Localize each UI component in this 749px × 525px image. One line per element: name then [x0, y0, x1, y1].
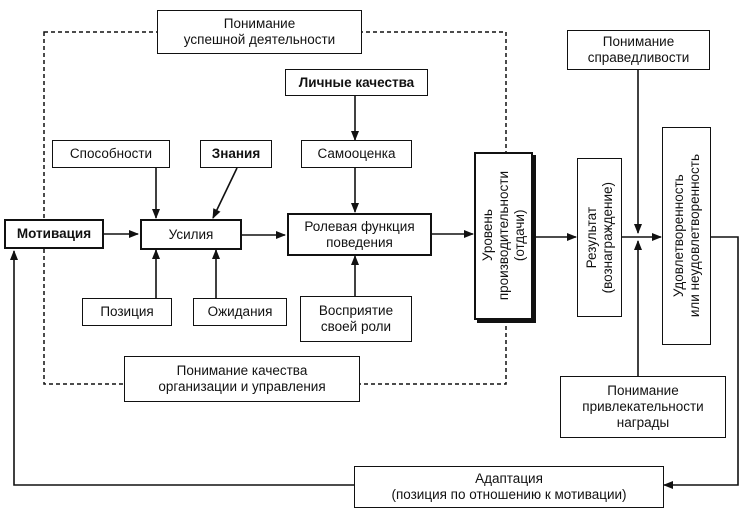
motivation-box: Мотивация — [4, 219, 104, 249]
adaptation-title: Адаптация — [475, 471, 543, 486]
understanding-success-label: Понимание успешной деятельности — [183, 16, 336, 47]
knowledge-label: Знания — [211, 146, 261, 161]
expectations-box: Ожидания — [193, 298, 287, 326]
productivity-box: Уровень производительности (отдачи) — [474, 152, 533, 320]
motivation-label: Мотивация — [16, 226, 92, 241]
abilities-box: Способности — [52, 140, 170, 168]
reward-attractiveness-label: Понимание привлекательности награды — [582, 383, 704, 430]
org-quality-label: Понимание качества организации и управле… — [158, 363, 326, 394]
satisfaction-box: Удовлетворенность или неудовлетворенност… — [662, 127, 711, 345]
abilities-label: Способности — [69, 146, 153, 161]
adaptation-box: Адаптация (позиция по отношению к мотива… — [354, 466, 664, 508]
knowledge-box: Знания — [200, 140, 272, 168]
justice-box: Понимание справедливости — [567, 30, 710, 70]
org-quality-box: Понимание качества организации и управле… — [124, 356, 360, 402]
result-box: Результат (вознаграждение) — [577, 158, 622, 317]
dashed-boundary — [43, 31, 507, 385]
justice-label: Понимание справедливости — [587, 34, 690, 65]
role-perception-label: Восприятие своей роли — [318, 303, 394, 334]
self-esteem-box: Самооценка — [301, 140, 412, 168]
self-esteem-label: Самооценка — [317, 146, 396, 161]
arrow-satisfaction-adaptation — [663, 236, 739, 489]
personal-qualities-box: Личные качества — [285, 69, 428, 96]
reward-attractiveness-box: Понимание привлекательности награды — [560, 376, 726, 438]
productivity-label: Уровень производительности (отдачи) — [479, 171, 527, 301]
adaptation-subtitle: (позиция по отношению к мотивации) — [391, 487, 627, 502]
arrow-knowledge-efforts — [212, 167, 238, 219]
result-label: Результат (вознаграждение) — [583, 181, 615, 294]
efforts-label: Усилия — [168, 226, 214, 242]
expectations-label: Ожидания — [207, 304, 273, 319]
satisfaction-label: Удовлетворенность или неудовлетворенност… — [670, 154, 702, 318]
arrow-adaptation-motivation — [10, 250, 354, 486]
efforts-box: Усилия — [140, 219, 242, 250]
position-box: Позиция — [82, 298, 172, 326]
role-function-label: Ролевая функция поведения — [304, 218, 415, 250]
role-perception-box: Восприятие своей роли — [300, 296, 412, 342]
personal-qualities-label: Личные качества — [298, 74, 415, 90]
understanding-success-box: Понимание успешной деятельности — [157, 10, 362, 54]
role-function-box: Ролевая функция поведения — [287, 213, 432, 256]
position-label: Позиция — [100, 304, 154, 319]
